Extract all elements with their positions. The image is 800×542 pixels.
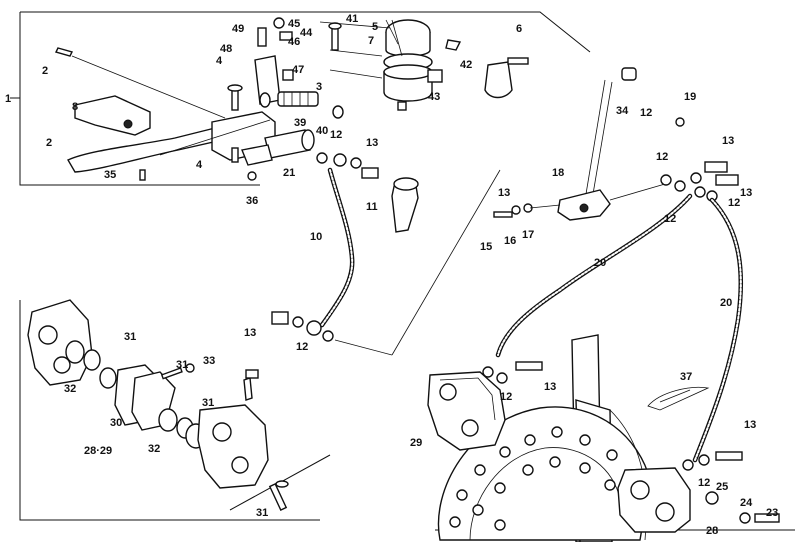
callout-18: 18	[552, 167, 564, 179]
callout-13-f: 13	[744, 419, 756, 431]
callout-31-d: 31	[256, 507, 268, 519]
caliper-half-inner	[197, 404, 269, 489]
callout-12-f: 12	[728, 197, 740, 209]
callout-13-c: 13	[722, 135, 734, 147]
callout-12-g: 12	[500, 391, 512, 403]
callout-6: 6	[516, 23, 522, 35]
callout-20-b: 20	[720, 297, 732, 309]
callout-49: 49	[232, 23, 244, 35]
callout-12-a: 12	[330, 129, 342, 141]
callout-24: 24	[740, 497, 753, 509]
callout-31-c: 31	[202, 397, 214, 409]
callout-12-b: 12	[296, 341, 308, 353]
callout-31-b: 31	[176, 359, 188, 371]
callout-29: 29	[410, 437, 422, 449]
callout-23: 23	[766, 507, 778, 519]
callout-37: 37	[680, 371, 692, 383]
callout-16: 16	[504, 235, 516, 247]
caliper-pin-clip	[647, 386, 710, 411]
fluid-reservoir	[383, 71, 433, 102]
callout-4-low: 4	[196, 159, 203, 171]
callout-13-d: 13	[740, 187, 752, 199]
part-callouts: 1 2 2 3 4 4 5 6 7 8 10 11 12 12 12 12 12…	[5, 13, 778, 537]
callout-36: 36	[246, 195, 258, 207]
callout-39: 39	[294, 117, 306, 129]
callout-4-top: 4	[216, 55, 223, 67]
callout-19: 19	[684, 91, 696, 103]
front-wheel-brake-assembly	[427, 334, 780, 542]
callout-33: 33	[203, 355, 215, 367]
callout-45: 45	[288, 18, 300, 30]
brake-line-splitter-assembly	[493, 67, 739, 221]
callout-44: 44	[300, 27, 313, 39]
callout-34: 34	[616, 105, 629, 117]
callout-13-b: 13	[244, 327, 256, 339]
callout-3: 3	[316, 81, 322, 93]
callout-30: 30	[110, 417, 122, 429]
caliper-left	[427, 371, 506, 451]
front-master-cylinder-assembly	[54, 17, 529, 233]
callout-25: 25	[716, 481, 728, 493]
callout-13-e: 13	[544, 381, 556, 393]
callout-1: 1	[5, 93, 11, 105]
callout-12-c: 12	[640, 107, 652, 119]
callout-10: 10	[310, 231, 322, 243]
callout-15: 15	[480, 241, 492, 253]
callout-40: 40	[316, 125, 328, 137]
callout-12-h: 12	[698, 477, 710, 489]
handlebar-mount-clamp	[484, 61, 513, 99]
callout-41: 41	[346, 13, 358, 25]
callout-46: 46	[288, 36, 300, 48]
callout-5: 5	[372, 21, 378, 33]
callout-13-g: 13	[498, 187, 510, 199]
callout-8: 8	[72, 101, 78, 113]
disc-holes	[449, 426, 636, 531]
brake-hose-10	[271, 167, 501, 356]
callout-17: 17	[522, 229, 534, 241]
callout-48: 48	[220, 43, 232, 55]
callout-28: 28	[706, 525, 718, 537]
switch-housing	[74, 95, 151, 136]
callout-42: 42	[460, 59, 472, 71]
caliper-half-outer	[27, 299, 93, 386]
callout-47: 47	[292, 64, 304, 76]
callout-28-29: 28·29	[84, 445, 112, 457]
callout-32-b: 32	[148, 443, 160, 455]
handlebar-clamp	[241, 144, 273, 166]
callout-31-a: 31	[124, 331, 136, 343]
caliper-right	[617, 467, 691, 533]
callout-2-lever: 2	[46, 137, 52, 149]
callout-2-top: 2	[42, 65, 48, 77]
exploded-caliper	[27, 299, 289, 511]
callout-13-a: 13	[366, 137, 378, 149]
callout-11: 11	[366, 201, 378, 213]
callout-32-a: 32	[64, 383, 76, 395]
callout-20-a: 20	[594, 257, 606, 269]
callout-7: 7	[368, 35, 374, 47]
callout-21: 21	[283, 167, 295, 179]
callout-12-e: 12	[664, 213, 676, 225]
brake-hoses-20	[482, 193, 744, 471]
callout-35: 35	[104, 169, 116, 181]
callout-43: 43	[428, 91, 440, 103]
callout-12-d: 12	[656, 151, 668, 163]
